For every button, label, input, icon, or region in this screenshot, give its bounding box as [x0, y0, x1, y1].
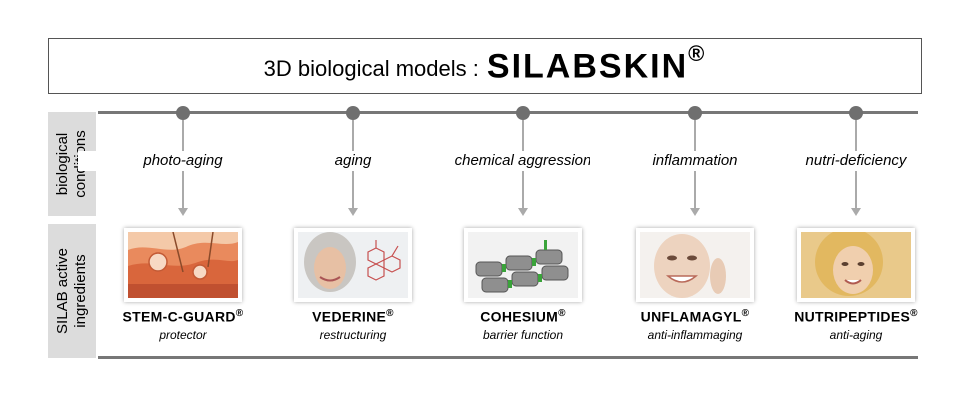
arrow-down-icon [690, 208, 700, 216]
column-nutripeptides: nutri-deficiency NUTRIPEPTIDES® anti-agi… [751, 100, 961, 350]
condition-label: aging [248, 151, 458, 171]
side-label-line: biological [54, 132, 72, 196]
condition-label: photo-aging [78, 151, 288, 171]
timeline-dot [346, 106, 360, 120]
side-label-active-ingredients: SILAB active ingredients [48, 224, 96, 358]
ingredient-desc: barrier function [482, 328, 564, 342]
title-brand: SILABSKIN® [486, 41, 706, 86]
arrow-down-icon [518, 208, 528, 216]
blonde-woman-icon [801, 232, 911, 298]
arrow-down-icon [851, 208, 861, 216]
reg-mark: ® [910, 308, 918, 319]
condition-label: inflammation [590, 151, 800, 171]
title-prefix: 3D biological models : [263, 56, 479, 81]
reg-mark: ® [386, 308, 394, 319]
ingredient-desc: restructuring [319, 328, 387, 342]
column-vederine: aging VEDERINE® restructuring [248, 100, 458, 350]
cell-structure-icon [468, 232, 578, 298]
smiling-woman-icon [640, 232, 750, 298]
timeline-dot [849, 106, 863, 120]
column-cohesium: chemical aggression COHESIUM® barrier fu… [418, 100, 628, 350]
timeline-top [98, 111, 918, 114]
ingredient-name-text: COHESIUM [480, 308, 559, 325]
arrow-down-icon [348, 208, 358, 216]
reg-mark: ® [235, 308, 244, 319]
brand-name: SILABSKIN [486, 47, 689, 86]
ingredient-name-text: NUTRIPEPTIDES [794, 308, 911, 325]
ingredient-name-text: VEDERINE [312, 308, 387, 325]
condition-label: nutri-deficiency [751, 151, 961, 171]
timeline-dot [516, 106, 530, 120]
ingredient-name: COHESIUM® [418, 308, 628, 325]
ingredient-image [464, 228, 582, 302]
ingredient-name: NUTRIPEPTIDES® [751, 308, 961, 325]
condition-label: chemical aggression [418, 151, 628, 171]
ingredient-name: STEM-C-GUARD® [78, 308, 288, 325]
ingredient-name: VEDERINE® [248, 308, 458, 325]
timeline-bottom [98, 356, 918, 359]
ingredient-image [294, 228, 412, 302]
ingredient-image [797, 228, 915, 302]
timeline-dot [688, 106, 702, 120]
side-label-line: SILAB active [54, 248, 72, 334]
ingredient-name-text: UNFLAMAGYL [640, 308, 742, 325]
ingredient-name-text: STEM-C-GUARD [122, 308, 236, 325]
title-box: 3D biological models : SILABSKIN® [48, 38, 922, 94]
reg-mark: ® [741, 308, 750, 319]
ingredient-name: UNFLAMAGYL® [590, 308, 800, 325]
ingredient-desc: anti-aging [829, 328, 883, 342]
ingredient-desc: protector [159, 328, 207, 342]
skin-cross-section-icon [128, 232, 238, 298]
timeline-dot [176, 106, 190, 120]
brand-reg: ® [688, 41, 707, 67]
column-unflamagyl: inflammation UNFLAMAGYL® anti-inflammagi… [590, 100, 800, 350]
ingredient-desc: anti-inflammaging [647, 328, 743, 342]
arrow-down-icon [178, 208, 188, 216]
mature-woman-molecule-icon [298, 232, 408, 298]
ingredient-image [124, 228, 242, 302]
ingredient-image [636, 228, 754, 302]
reg-mark: ® [558, 308, 566, 319]
column-stem-c-guard: photo-aging STEM-C-GUARD® protector [78, 100, 288, 350]
